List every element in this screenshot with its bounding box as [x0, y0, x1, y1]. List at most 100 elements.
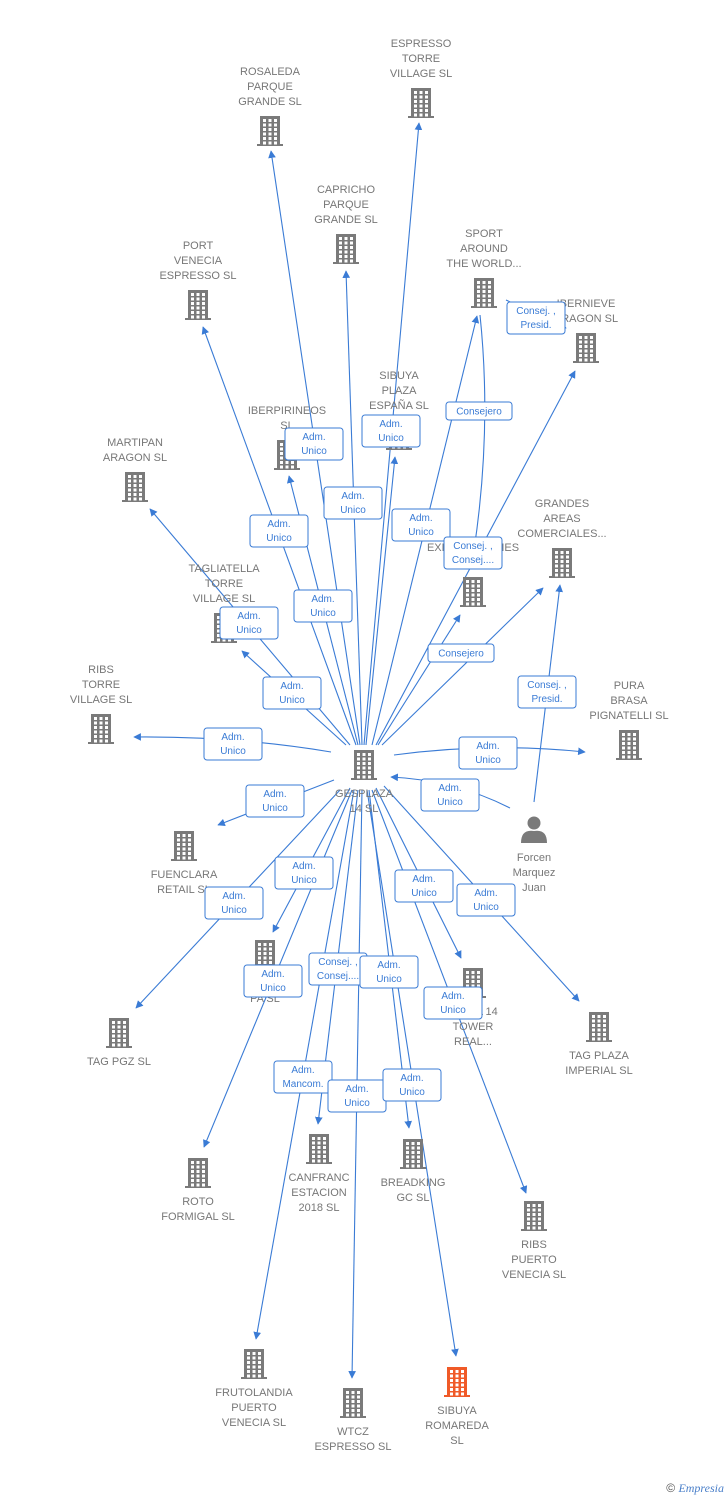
node-label-sibuya-plaza-line-1: SIBUYA	[379, 370, 419, 382]
edge-label-line-2: Unico	[262, 803, 288, 814]
node-rosaleda[interactable]	[257, 116, 283, 146]
node-label-tag-plaza-imperial-line-1: TAG PLAZA	[569, 1050, 629, 1062]
node-ribs-torre[interactable]	[88, 714, 114, 744]
edge-label-center-to-pura-brasa[interactable]: Adm.Unico	[458, 736, 518, 770]
edge-label-center-to-ribs-torre[interactable]: Adm.Unico	[203, 727, 263, 761]
edge-label-center-to-sibuya-romareda[interactable]: Adm.Unico	[382, 1068, 442, 1102]
edge-label-box	[391, 508, 451, 542]
node-wtcz[interactable]	[340, 1388, 366, 1418]
building-icon	[333, 234, 359, 264]
edge-label-forcen-to-center[interactable]: Adm.Unico	[420, 778, 480, 812]
edge-label-center-to-tag-plaza-imperial[interactable]: Adm.Unico	[456, 883, 516, 917]
node-port-venecia[interactable]	[185, 290, 211, 320]
node-label-ribs-puerto-line-1: RIBS	[521, 1239, 547, 1251]
person-icon	[521, 816, 547, 843]
edge-label-line-1: Adm.	[222, 891, 245, 902]
brand-name: Empresia	[678, 1481, 724, 1495]
edge-label-center-to-roto-formigal[interactable]: Adm.Unico	[243, 964, 303, 998]
node-grandes-areas[interactable]	[549, 548, 575, 578]
node-label-tagliatella-line-2: TORRE	[205, 578, 243, 590]
node-forcen[interactable]	[521, 816, 547, 844]
edge-label-center-to-wtcz[interactable]: Adm.Unico	[327, 1079, 387, 1113]
node-fuenclara[interactable]	[171, 831, 197, 861]
edge-label-forcen-to-grandes-areas[interactable]: Consej. ,Presid.	[517, 675, 577, 709]
edge-label-line-1: Adm.	[412, 874, 435, 885]
node-frutolandia[interactable]	[241, 1349, 267, 1379]
edge-label-line-2: Unico	[399, 1087, 425, 1098]
edge-label-line-2: Unico	[440, 1005, 466, 1016]
edge-label-center-to-ribs-puerto[interactable]: Adm.Unico	[423, 986, 483, 1020]
node-sibuya-romareda[interactable]	[444, 1367, 470, 1397]
node-label-canfranc-line-2: ESTACION	[291, 1187, 346, 1199]
node-label-ribs-torre-line-1: RIBS	[88, 664, 114, 676]
building-icon	[444, 1367, 470, 1397]
node-label-espresso-torre-line-1: ESPRESSO	[391, 38, 452, 50]
edge-label-center-to-massa[interactable]: Adm.Unico	[274, 856, 334, 890]
edge-label-center-to-rosaleda[interactable]: Adm.Unico	[284, 427, 344, 461]
node-pura-brasa[interactable]	[616, 730, 642, 760]
edge-label-sport-around-to-invernieve[interactable]: Consej. ,Presid.	[506, 301, 566, 335]
edge-label-line-1: Adm.	[311, 594, 334, 605]
node-martipan[interactable]	[122, 472, 148, 502]
node-canfranc[interactable]	[306, 1134, 332, 1164]
node-label-martipan-line-2: ARAGON SL	[103, 452, 167, 464]
node-label-forcen-line-2: Marquez	[513, 867, 556, 879]
node-invernieve[interactable]	[573, 333, 599, 363]
edge-label-center-to-port-venecia[interactable]: Adm.Unico	[249, 514, 309, 548]
edge-label-line-1: Adm.	[237, 611, 260, 622]
node-label-sibuya-plaza-line-2: PLAZA	[382, 385, 418, 397]
edge-label-center-to-canfranc[interactable]: Consej. ,Consej....	[308, 952, 368, 986]
node-espresso-torre[interactable]	[408, 88, 434, 118]
edge-label-sport-around-to-explotaciones[interactable]: Consejero	[445, 401, 513, 421]
node-center[interactable]	[351, 750, 377, 780]
edge-label-center-to-fuenclara[interactable]: Adm.Unico	[245, 784, 305, 818]
edge-label-line-1: Adm.	[379, 419, 402, 430]
edge-label-box	[203, 727, 263, 761]
edge-label-center-to-frutolandia[interactable]: Adm.Mancom.	[273, 1060, 333, 1094]
node-tag-plaza-imperial[interactable]	[586, 1012, 612, 1042]
edge-label-center-to-tagliatella[interactable]: Adm.Unico	[262, 676, 322, 710]
node-ribs-puerto[interactable]	[521, 1201, 547, 1231]
node-label-wtcz-line-1: WTCZ	[337, 1426, 369, 1438]
edge-label-center-to-sport-around[interactable]: Adm.Unico	[391, 508, 451, 542]
edge-label-center-to-capricho[interactable]: Adm.Unico	[323, 486, 383, 520]
edge-label-box	[219, 606, 279, 640]
node-label-sibuya-romareda-line-3: SL	[450, 1435, 463, 1447]
edge-label-box	[445, 401, 513, 421]
edge-label-box	[382, 1068, 442, 1102]
building-icon	[471, 278, 497, 308]
building-icon	[185, 290, 211, 320]
node-label-sibuya-plaza-line-3: ESPAÑA SL	[369, 399, 429, 412]
node-label-espresso-torre-line-3: VILLAGE SL	[390, 68, 452, 80]
edge-label-center-to-explotaciones[interactable]: Consej. ,Consej....	[443, 536, 503, 570]
edge-label-line-2: Unico	[266, 533, 292, 544]
edge-label-line-1: Consejero	[456, 407, 502, 418]
node-roto-formigal[interactable]	[185, 1158, 211, 1188]
node-label-espresso-torre-line-2: TORRE	[402, 53, 440, 65]
node-massa[interactable]	[252, 940, 278, 970]
node-label-port-venecia-line-2: VENECIA	[174, 255, 223, 267]
edge-label-line-1: Adm.	[377, 960, 400, 971]
node-label-fuenclara-line-1: FUENCLARA	[151, 869, 218, 881]
node-capricho[interactable]	[333, 234, 359, 264]
edge-label-line-2: Unico	[291, 875, 317, 886]
edge-label-line-1: Adm.	[341, 491, 364, 502]
edge-label-center-to-sibuya-plaza[interactable]: Adm.Unico	[361, 414, 421, 448]
node-label-ribs-puerto-line-3: VENECIA SL	[502, 1269, 566, 1281]
edge-label-center-to-breadking[interactable]: Adm.Unico	[359, 955, 419, 989]
edge-label-center-to-tag-pgz[interactable]: Adm.Unico	[204, 886, 264, 920]
node-sport-around[interactable]	[471, 278, 497, 308]
edge-label-line-2: Consej....	[452, 555, 494, 566]
edge-label-center-to-plaza-14-tower[interactable]: Adm.Unico	[394, 869, 454, 903]
node-label-grandes-areas-line-1: GRANDES	[535, 498, 589, 510]
node-breadking[interactable]	[400, 1139, 426, 1169]
edge-label-center-to-grandes-areas[interactable]: Consejero	[427, 643, 495, 663]
node-explotaciones[interactable]	[460, 577, 486, 607]
node-tag-pgz[interactable]	[106, 1018, 132, 1048]
edge-label-center-to-iberpirineos[interactable]: Adm.Unico	[293, 589, 353, 623]
edge-label-line-2: Unico	[236, 625, 262, 636]
node-label-rosaleda-line-2: PARQUE	[247, 81, 293, 93]
edge-label-center-to-martipan[interactable]: Adm. Unico	[219, 606, 279, 640]
